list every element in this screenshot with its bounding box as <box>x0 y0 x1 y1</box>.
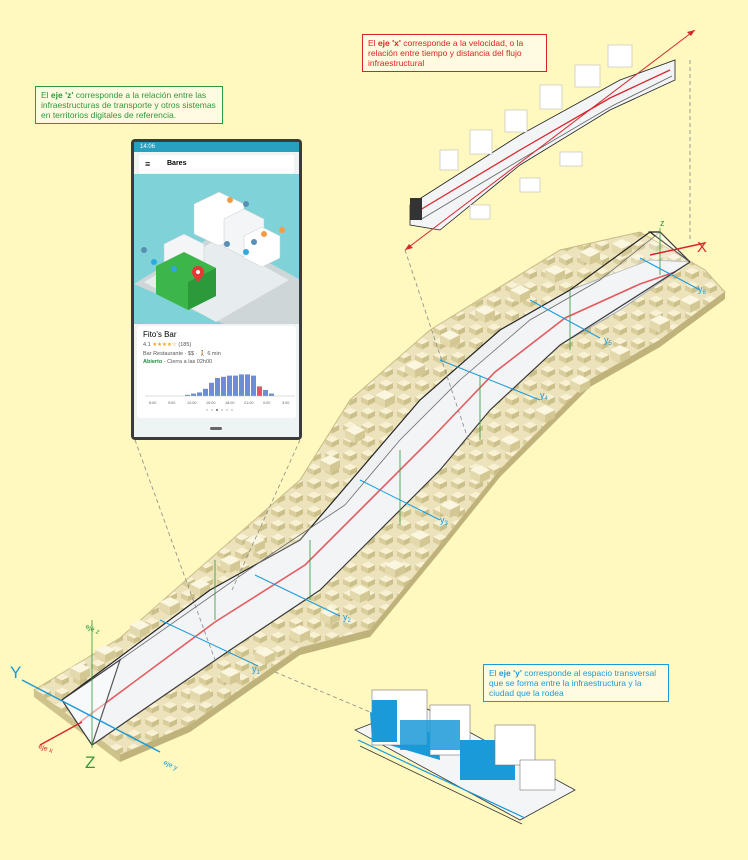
histogram-bar <box>245 374 250 396</box>
eje-x-label: eje x <box>37 743 54 755</box>
pager-dot[interactable] <box>211 409 213 411</box>
x-axis-stub <box>40 722 82 745</box>
pager-dot[interactable] <box>231 409 233 411</box>
histogram-hour-label: 21:00 <box>244 401 254 405</box>
phone-nav-bar <box>134 421 299 437</box>
eje-y-label: eje y <box>162 759 179 772</box>
histogram-bar <box>233 376 238 396</box>
z-axis-big-label: Z <box>85 753 95 772</box>
app-title: Bares <box>167 155 186 173</box>
histogram-bar <box>221 377 226 396</box>
inset-y-label: y <box>468 740 472 747</box>
x-axis-top-label: X <box>697 239 707 256</box>
histogram-bar <box>263 390 268 396</box>
transverse-inset <box>355 690 575 824</box>
place-card[interactable]: Fito's Bar 4.1 ★★★★☆ (185) Bar Restauran… <box>137 326 296 418</box>
histogram-hour-label: 0:00 <box>263 401 270 405</box>
histogram-bar <box>209 383 214 396</box>
isometric-map <box>134 174 299 324</box>
histogram-hour-label: 15:00 <box>206 401 216 405</box>
phone-mockup: 14:06 ≡ Bares <box>131 139 302 440</box>
histogram-bar <box>203 389 208 396</box>
histogram-hour-label: 6:00 <box>149 401 156 405</box>
home-indicator[interactable] <box>210 427 222 430</box>
phone-screen: 14:06 ≡ Bares <box>134 142 299 437</box>
y-axis-note: El eje 'y' corresponde al espacio transv… <box>483 664 669 702</box>
histogram-bar <box>215 378 220 396</box>
histogram-bar <box>227 376 232 396</box>
star-rating-icon: ★★★★☆ <box>152 342 177 348</box>
menu-icon[interactable]: ≡ <box>145 155 150 173</box>
status-bar-time: 14:06 <box>134 142 299 152</box>
histogram-bar <box>191 394 196 396</box>
histogram-bar <box>197 392 202 396</box>
place-name: Fito's Bar <box>143 330 177 339</box>
histogram-bar <box>257 386 262 396</box>
histogram-bar <box>239 374 244 396</box>
eje-z-label: eje z <box>84 623 101 636</box>
place-category: Bar Restaurante · $$ · 🚶 6 min <box>143 351 221 357</box>
app-bar: ≡ Bares <box>139 155 294 173</box>
place-rating: 4.1 ★★★★☆ (185) <box>143 342 191 348</box>
histogram-hour-label: 18:00 <box>225 401 235 405</box>
y-axis-big-label: Y <box>10 663 21 682</box>
popular-times-histogram: 6:00 9:00 12:00 15:00 18:00 21:00 0:00 3:00 <box>145 366 295 414</box>
histogram-hour-label: 12:00 <box>187 401 197 405</box>
place-hours: Abierto · Cierra a las 02h00 <box>143 359 212 365</box>
histogram-bar <box>251 376 256 396</box>
x-axis-note: El eje 'x' corresponde a la velocidad, o… <box>362 34 547 72</box>
z-axis-top-label: z <box>660 218 665 228</box>
pager-dot[interactable] <box>206 409 208 411</box>
pager-dot[interactable] <box>221 409 223 411</box>
histogram-bar <box>269 394 274 396</box>
pager-dot[interactable] <box>216 409 218 411</box>
histogram-hour-label: 9:00 <box>168 401 175 405</box>
z-axis-note: El eje 'z' corresponde a la relación ent… <box>35 86 223 124</box>
pager-dot[interactable] <box>226 409 228 411</box>
histogram-hour-label: 3:00 <box>282 401 289 405</box>
map-view[interactable] <box>134 174 299 324</box>
